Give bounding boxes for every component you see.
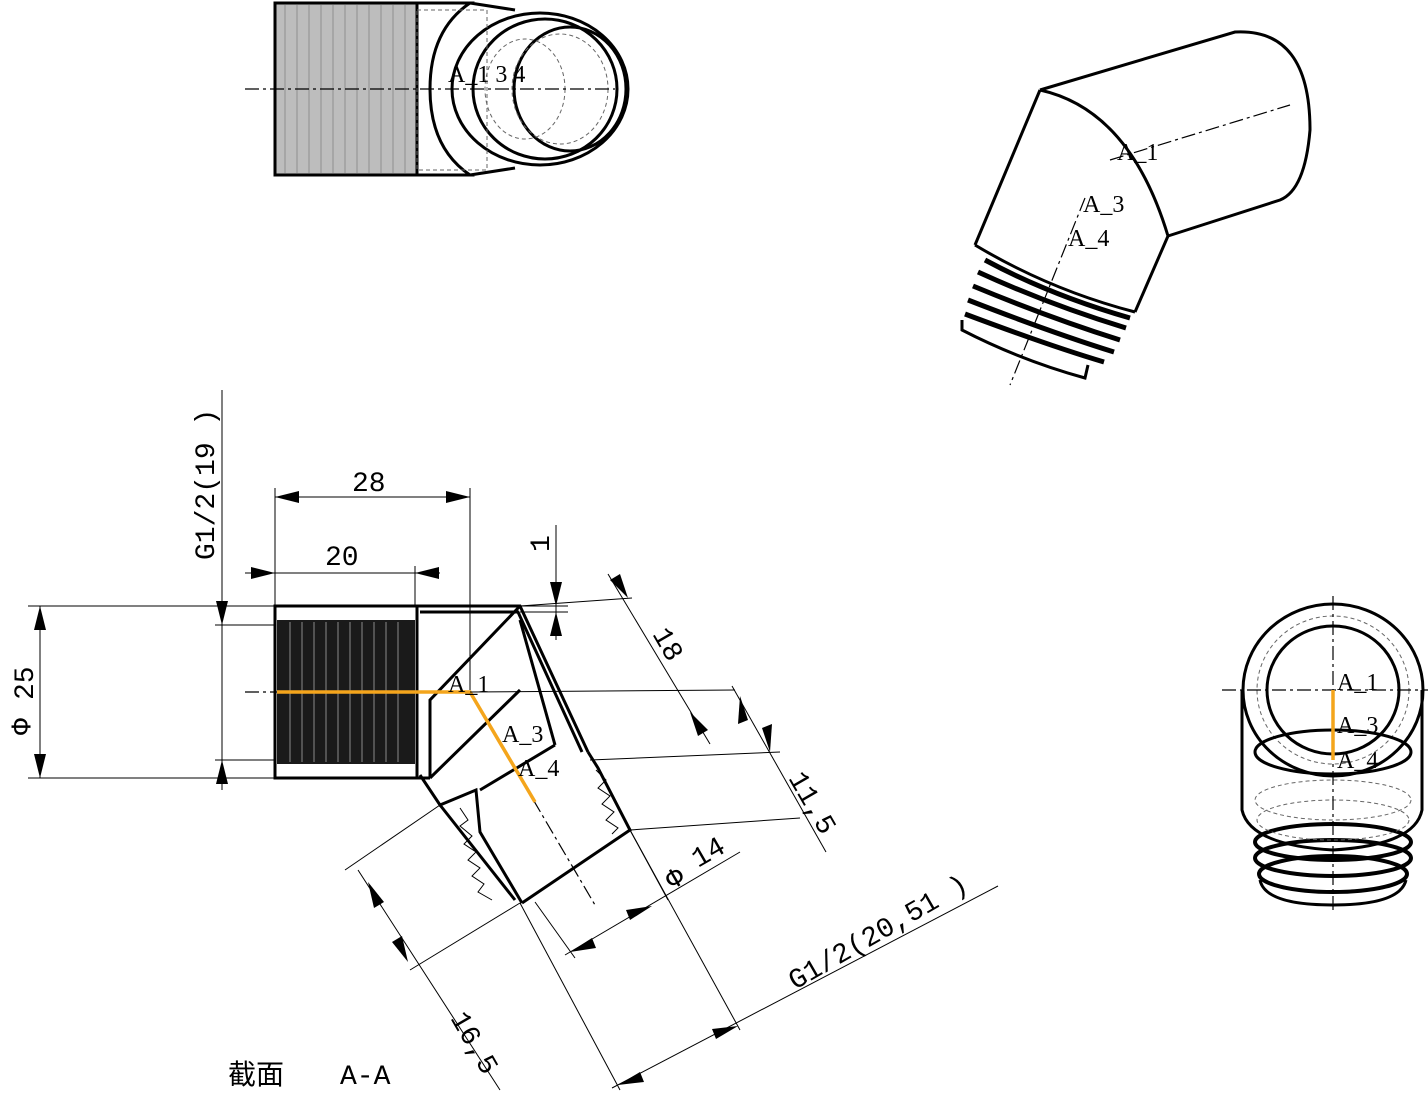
- iso-label-a1: A_1: [1117, 140, 1158, 166]
- side-view: A_1 A_3 A_4: [1222, 596, 1428, 910]
- section-caption: 截面: [228, 1058, 284, 1091]
- dim-1: 1: [527, 535, 558, 552]
- top-view: A_1 3 4: [245, 1, 630, 177]
- iso-view: A_1 A_3 A_4: [960, 30, 1312, 386]
- dim-18: 18: [644, 623, 688, 668]
- side-label-a3: A_3: [1337, 713, 1378, 739]
- dim-g12-2051: G1/2(20,51 ): [784, 870, 974, 998]
- side-label-a4: A_4: [1337, 748, 1378, 774]
- section-label-a1: A_1: [448, 672, 489, 698]
- caption: 截面 A-A: [228, 1058, 391, 1093]
- dim-g12-19: G1/2(19 ): [192, 409, 223, 560]
- top-view-label: A_1 3 4: [448, 62, 525, 88]
- side-label-a1: A_1: [1337, 670, 1378, 696]
- dim-28: 28: [352, 469, 386, 500]
- section-label-a4: A_4: [518, 756, 559, 782]
- section-view: A_1 A_3 A_4: [245, 604, 632, 906]
- iso-label-a3: A_3: [1083, 192, 1124, 218]
- section-label-a3: A_3: [502, 722, 543, 748]
- iso-label-a4: A_4: [1068, 226, 1109, 252]
- dim-phi-14: 14: [687, 832, 732, 876]
- dim-20: 20: [325, 543, 359, 574]
- section-caption-name: A-A: [340, 1062, 391, 1093]
- dim-phi-25: 25: [11, 666, 42, 700]
- dim-11-5: 11,5: [780, 767, 840, 841]
- dim-phi-14-symbol: Φ: [661, 862, 691, 897]
- dim-16-5: 16,5: [442, 1007, 502, 1081]
- dim-phi-25-symbol: Φ: [8, 718, 39, 735]
